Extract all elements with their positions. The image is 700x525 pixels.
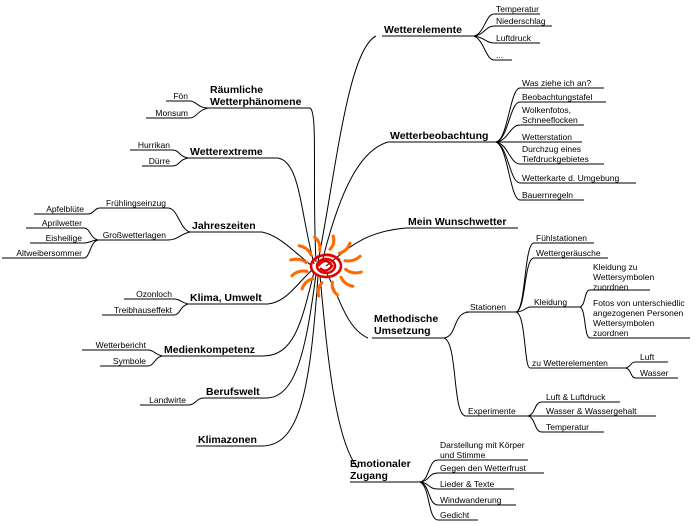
sub-fruehlingseinzug: Frühlingseinzug xyxy=(106,198,166,208)
topic-klima-umwelt: Klima, Umwelt xyxy=(190,292,262,304)
leaf-was-ziehe-ich-an: Was ziehe ich an? xyxy=(522,78,591,88)
leaf-treibhauseffekt: Treibhauseffekt xyxy=(114,305,173,315)
leaf-landwirte: Landwirte xyxy=(149,395,186,405)
topic-klimazonen: Klimazonen xyxy=(198,434,257,446)
leaf-altweibersommer: Altweibersommer xyxy=(16,248,82,258)
leaf-luft-luftdruck: Luft & Luftdruck xyxy=(546,392,606,402)
leaf-wasser: Wasser xyxy=(640,368,669,378)
sun-ray xyxy=(316,281,324,298)
leaf-wasser-wassergehalt: Wasser & Wassergehalt xyxy=(546,406,637,416)
leaf-gedicht: Gedicht xyxy=(440,510,470,520)
sun-ray xyxy=(300,277,315,291)
sub-stationen: Stationen xyxy=(470,302,506,312)
sun-ray xyxy=(328,234,336,251)
sun-spiral-icon xyxy=(289,234,363,298)
sun-ray xyxy=(297,244,313,257)
leaf-niederschlag: Niederschlag xyxy=(496,16,546,26)
wetterbeobachtung-items: Was ziehe ich an? Beobachtungstafel Wolk… xyxy=(522,78,619,200)
emotionaler-zugang-items: Darstellung mit Körper und Stimme Gegen … xyxy=(440,440,527,520)
left-leaves: Fön Monsum Hurrikan Dürre Frühlingseinzu… xyxy=(16,91,188,405)
leaf-temperatur-exp: Temperatur xyxy=(546,422,589,432)
leaf-apfelbluete: Apfelblüte xyxy=(46,204,84,214)
leaf-luft: Luft xyxy=(640,352,655,362)
leaf-luftdruck: Luftdruck xyxy=(496,33,532,43)
leaf-wetterstation: Wetterstation xyxy=(522,132,572,142)
sun-ray xyxy=(339,275,355,288)
sub-zu-wetterelementen: zu Wetterelementen xyxy=(532,358,608,368)
sub-experimente: Experimente xyxy=(468,406,516,416)
leaf-darstellung: Darstellung mit Körper und Stimme xyxy=(440,440,527,460)
wetterelemente-items: Temperatur Niederschlag Luftdruck ... xyxy=(496,4,546,60)
leaf-durchzug-tiefdruckgebiet: Durchzug eines Tiefdruckgebietes xyxy=(522,144,589,164)
leaf-wetterkarte: Wetterkarte d. Umgebung xyxy=(522,173,619,183)
topic-methodische-umsetzung: Methodische Umsetzung xyxy=(374,313,441,337)
leaf-ellipsis: ... xyxy=(496,50,503,60)
methodische-umsetzung-items: Stationen Fühlstationen Wettergeräusche … xyxy=(468,233,687,432)
leaf-bauernregeln: Bauernregeln xyxy=(522,190,573,200)
sub-grosswetterlagen: Großwetterlagen xyxy=(103,230,167,240)
topic-wetterbeobachtung: Wetterbeobachtung xyxy=(390,130,488,142)
topic-mein-wunschwetter: Mein Wunschwetter xyxy=(408,216,506,228)
sun-rays xyxy=(289,234,363,298)
topic-wetterextreme: Wetterextreme xyxy=(190,146,263,158)
sun-ray xyxy=(343,254,362,263)
leaf-monsum: Monsum xyxy=(155,108,188,118)
leaf-wetterfrust: Gegen den Wetterfrust xyxy=(440,463,526,473)
leaf-eisheilige: Eisheilige xyxy=(46,233,83,243)
leaf-fotos-zuordnen: Fotos von unterschiedlic angezogenen Per… xyxy=(593,298,687,338)
leaf-symbole: Symbole xyxy=(113,356,146,366)
sub-kleidung: Kleidung xyxy=(534,297,567,307)
leaf-temperatur: Temperatur xyxy=(496,4,539,14)
sun-ray xyxy=(344,267,363,275)
sun-ray xyxy=(313,235,322,252)
leaf-wettergeraeusche: Wettergeräusche xyxy=(536,248,601,258)
topic-berufswelt: Berufswelt xyxy=(206,386,260,398)
topic-medienkompetenz: Medienkompetenz xyxy=(164,344,255,356)
leaf-hurrikan: Hurrikan xyxy=(138,140,170,150)
leaf-duerre: Dürre xyxy=(149,156,171,166)
sun-ray xyxy=(330,280,339,297)
connector-lines xyxy=(2,13,690,521)
topic-wetterelemente: Wetterelemente xyxy=(384,24,462,36)
leaf-kleidung-zuordnen: Kleidung zu Wettersymbolen zuordnen xyxy=(593,262,657,292)
leaf-wetterbericht: Wetterbericht xyxy=(96,340,147,350)
leaf-beobachtungstafel: Beobachtungstafel xyxy=(522,92,593,102)
leaf-aprilwetter: Aprilwetter xyxy=(42,218,82,228)
topic-raeumliche-wetterphaenomene: Räumliche Wetterphänomene xyxy=(210,84,302,108)
sun-ray xyxy=(289,257,308,265)
leaf-wolkenfotos: Wolkenfotos, Schneeflocken xyxy=(522,105,578,125)
sun-ray xyxy=(290,269,309,278)
leaf-fuehlstationen: Fühlstationen xyxy=(536,233,587,243)
topic-emotionaler-zugang: Emotionaler Zugang xyxy=(350,458,414,482)
topic-jahreszeiten: Jahreszeiten xyxy=(192,220,256,232)
leaf-ozonloch: Ozonloch xyxy=(136,289,172,299)
leaf-lieder-texte: Lieder & Texte xyxy=(440,479,494,489)
leaf-foen: Fön xyxy=(173,91,188,101)
sun-ray xyxy=(337,241,352,255)
leaf-windwanderung: Windwanderung xyxy=(440,495,502,505)
